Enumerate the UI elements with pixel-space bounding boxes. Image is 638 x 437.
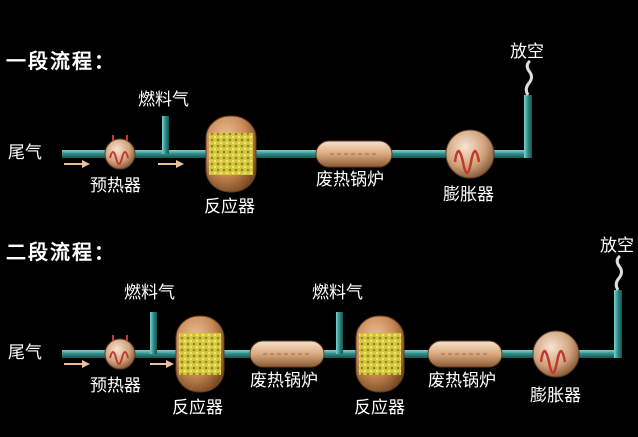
s2-fuel1-label: 燃料气 bbox=[124, 283, 175, 303]
s1-boiler bbox=[315, 140, 393, 168]
s1-inlet-label: 尾气 bbox=[8, 143, 42, 163]
s2-reactor2-label: 反应器 bbox=[354, 398, 405, 418]
s2-reactor1-label: 反应器 bbox=[172, 398, 223, 418]
s1-fuel-label: 燃料气 bbox=[138, 90, 189, 110]
s2-inlet-label: 尾气 bbox=[8, 343, 42, 363]
s1-fuel-pipe bbox=[162, 116, 169, 154]
s2-preheater-label: 预热器 bbox=[90, 376, 141, 396]
s2-reactor-1 bbox=[175, 315, 225, 393]
s2-boiler-2 bbox=[427, 340, 503, 368]
s1-vent-smoke bbox=[524, 59, 533, 96]
s2-boiler-1 bbox=[249, 340, 325, 368]
s2-arrow-1 bbox=[64, 360, 90, 368]
section2-graphics bbox=[62, 254, 623, 393]
s2-reactor-2 bbox=[355, 315, 405, 393]
section1-title: 一段流程： bbox=[6, 49, 116, 73]
s2-boiler2-label: 废热锅炉 bbox=[428, 371, 496, 391]
section1-graphics bbox=[62, 59, 533, 193]
s1-reactor bbox=[205, 115, 257, 193]
s1-vent-riser bbox=[524, 95, 532, 158]
s2-boiler1-label: 废热锅炉 bbox=[250, 371, 318, 391]
s2-expander bbox=[532, 330, 580, 378]
s2-expander-label: 膨胀器 bbox=[530, 386, 581, 406]
s2-fuel2-label: 燃料气 bbox=[312, 283, 363, 303]
s1-preheater bbox=[104, 135, 136, 170]
section2-title: 二段流程： bbox=[6, 240, 116, 264]
s2-vent-smoke bbox=[614, 254, 623, 291]
s1-arrow-1 bbox=[64, 160, 90, 168]
s1-expander-label: 膨胀器 bbox=[443, 185, 494, 205]
s1-expander bbox=[445, 129, 495, 179]
s1-vent-label: 放空 bbox=[510, 42, 544, 62]
s2-vent-riser bbox=[614, 290, 622, 358]
s2-arrow-2 bbox=[150, 360, 174, 368]
s2-fuel-pipe-2 bbox=[336, 312, 343, 354]
s1-preheater-label: 预热器 bbox=[90, 176, 141, 196]
s1-main-pipe bbox=[62, 150, 532, 158]
s2-vent-label: 放空 bbox=[600, 236, 634, 256]
s2-fuel-pipe-1 bbox=[150, 312, 157, 354]
s1-reactor-label: 反应器 bbox=[204, 197, 255, 217]
s2-preheater bbox=[104, 335, 136, 370]
s1-boiler-label: 废热锅炉 bbox=[316, 170, 384, 190]
s1-arrow-2 bbox=[158, 160, 184, 168]
